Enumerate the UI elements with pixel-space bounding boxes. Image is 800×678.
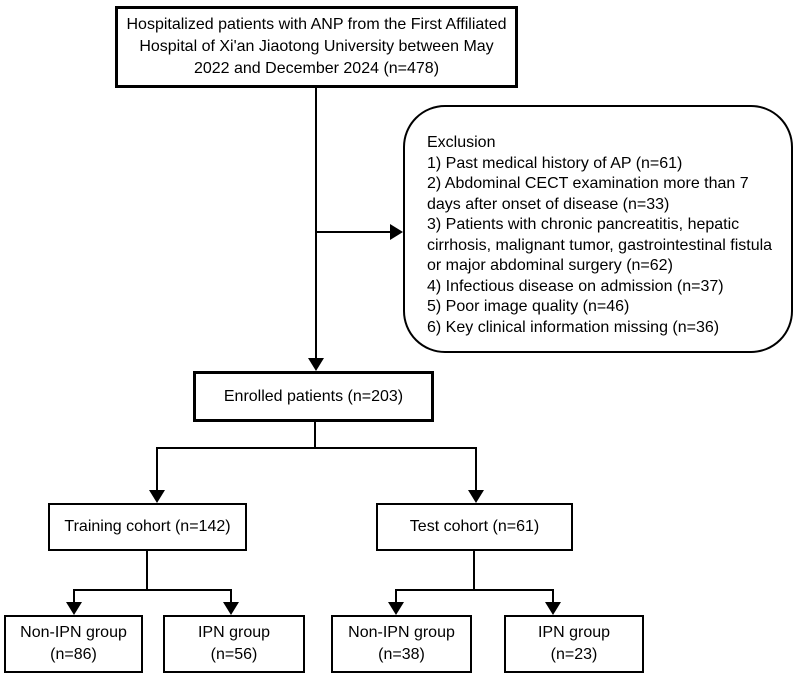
test-non-ipn-box: Non-IPN group (n=38) bbox=[331, 615, 472, 673]
exclusion-item: 1) Past medical history of AP (n=61) bbox=[427, 154, 683, 172]
training-ipn-box: IPN group (n=56) bbox=[163, 615, 305, 673]
exclusion-item: 5) Poor image quality (n=46) bbox=[427, 298, 630, 315]
group-label: IPN group bbox=[537, 624, 611, 641]
test-cohort-text: Test cohort (n=61) bbox=[409, 518, 540, 535]
arrowhead-down-icon bbox=[66, 602, 82, 615]
arrowhead-down-icon bbox=[308, 358, 324, 371]
connector-exclusion-branch bbox=[316, 224, 403, 240]
arrowhead-down-icon bbox=[223, 602, 239, 615]
test-ipn-box: IPN group (n=23) bbox=[504, 615, 644, 673]
arrowhead-down-icon bbox=[545, 602, 561, 615]
connector-enrolled-split bbox=[149, 422, 484, 503]
exclusion-item: 3) Patients with chronic pancreatitis, h… bbox=[427, 216, 773, 274]
exclusion-item: 6) Key clinical information missing (n=3… bbox=[427, 318, 720, 336]
hospitalized-patients-box: Hospitalized patients with ANP from the … bbox=[115, 6, 518, 88]
connector-test-split bbox=[388, 551, 561, 615]
exclusion-title: Exclusion bbox=[427, 134, 496, 151]
arrowhead-down-icon bbox=[468, 490, 484, 503]
connector-top-to-enrolled bbox=[308, 88, 324, 371]
exclusion-box: Exclusion 1) Past medical history of AP … bbox=[403, 105, 793, 353]
exclusion-item: 2) Abdominal CECT examination more than … bbox=[427, 175, 749, 213]
test-cohort-box: Test cohort (n=61) bbox=[376, 503, 573, 551]
exclusion-item: 4) Infectious disease on admission (n=37… bbox=[427, 277, 724, 295]
group-label: Non-IPN group bbox=[348, 624, 455, 641]
group-count: (n=56) bbox=[210, 646, 258, 663]
group-count: (n=38) bbox=[378, 646, 425, 663]
hospitalized-patients-text: Hospitalized patients with ANP from the … bbox=[126, 16, 507, 77]
enrolled-patients-text: Enrolled patients (n=203) bbox=[223, 387, 404, 405]
enrolled-patients-box: Enrolled patients (n=203) bbox=[193, 371, 434, 422]
training-non-ipn-box: Non-IPN group (n=86) bbox=[4, 615, 143, 673]
group-count: (n=23) bbox=[550, 646, 598, 663]
training-cohort-text: Training cohort (n=142) bbox=[64, 518, 231, 535]
group-count: (n=86) bbox=[50, 646, 97, 663]
arrowhead-right-icon bbox=[390, 224, 403, 240]
connector-training-split bbox=[66, 551, 239, 615]
group-label: IPN group bbox=[197, 624, 271, 641]
group-label: Non-IPN group bbox=[20, 624, 127, 641]
training-cohort-box: Training cohort (n=142) bbox=[48, 503, 247, 551]
arrowhead-down-icon bbox=[388, 602, 404, 615]
arrowhead-down-icon bbox=[149, 490, 165, 503]
